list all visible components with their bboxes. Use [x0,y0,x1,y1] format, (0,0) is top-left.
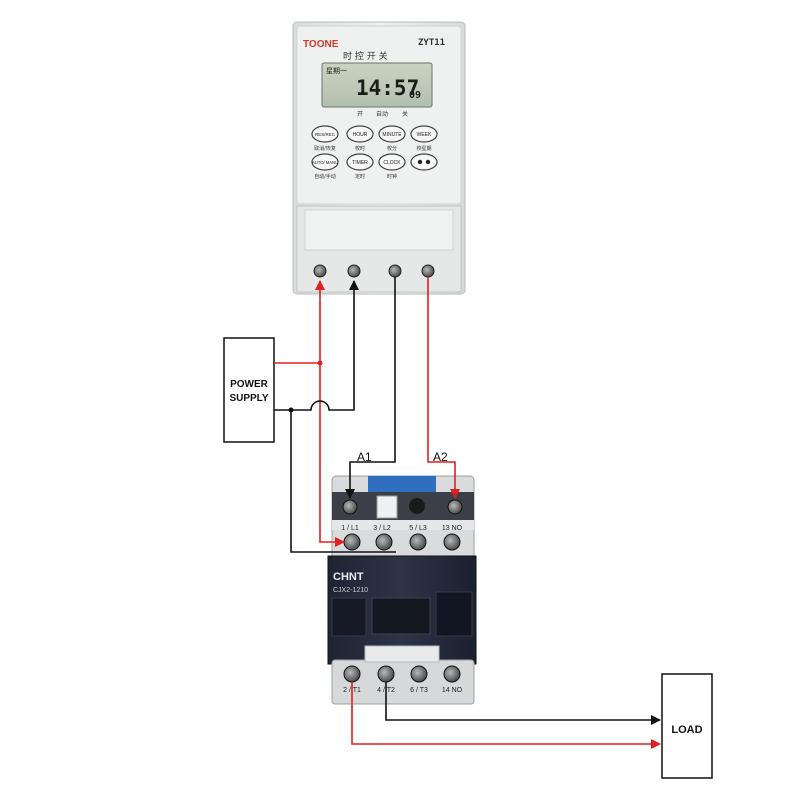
button-caption: 校时 [355,145,365,152]
dot-icon [425,159,431,165]
timer-subtitle: 时 控 开 关 [343,50,388,62]
button-caption: 定时 [355,173,365,180]
button-label: HOUR [353,132,368,138]
lcd-mode-auto: 自动 [376,110,388,118]
timer-button-clock[interactable]: CLOCK 时钟 [378,153,406,180]
terminal-screw-13-no [443,533,461,551]
button-caption: 自动/手动 [314,173,336,180]
button-label: WEEK [417,132,432,138]
timer-button-week[interactable]: WEEK 校星期 [410,125,438,152]
button-label: RES/REC [315,132,336,137]
coil-terminal-a1 [342,499,358,515]
terminal-screw [388,264,402,278]
timer-terminal-cover [304,209,454,251]
lcd-time: 14:57 [356,76,419,100]
terminal-label-6-t3: 6 / T3 [410,687,428,694]
terminal-screw-5-l3 [409,533,427,551]
button-label: AUTO/ MANU [312,160,338,165]
wire-load-neutral [385,682,661,725]
timer-button-auto-manu[interactable]: AUTO/ MANU 自动/手动 [311,153,339,180]
terminal-label-5-l3: 5 / L3 [409,525,427,532]
lcd-day: 星期一 [326,67,347,75]
button-caption: 校星期 [416,145,431,152]
button-caption: 取消/恢复 [314,145,336,152]
button-caption: 时钟 [387,173,397,180]
button-label: CLOCK [383,160,401,166]
terminal-label-1-l1: 1 / L1 [341,525,359,532]
terminal-screw-2-t1 [343,665,361,683]
timer-model: ZYT11 [418,38,445,48]
wire-timer-to-coil-a2 [427,277,460,499]
load-box: LOAD [661,673,713,779]
lcd-mode-off: 关 [402,110,408,118]
contactor-bottom-shelf [364,645,440,663]
contactor-armature [371,597,431,635]
lcd-mode-on: 开 [357,111,363,118]
timer-button-dots[interactable] [410,153,438,171]
contactor-model: CJX2-1210 [333,587,368,594]
wire-neutral-supply-to-timer [274,280,359,411]
contactor-side-plate [331,597,367,637]
timer-button-timer[interactable]: TIMER 定时 [346,153,374,180]
contactor-top-separator [332,520,474,530]
terminal-label-3-l2: 3 / L2 [373,525,391,532]
terminal-screw-1-l1 [343,533,361,551]
wire-live-to-contactor-l1 [319,363,345,547]
wire-neutral-to-contactor [290,410,396,553]
coil-terminal-a2 [447,499,463,515]
junction-dot [317,360,323,366]
power-supply-label-line1: POWER [230,379,269,390]
lcd-seconds: 09 [409,90,421,101]
terminal-screw-4-t2 [377,665,395,683]
wire-load-live [351,682,661,749]
button-caption: 校分 [387,145,397,152]
contactor-side-plate [435,591,473,637]
terminal-screw [313,264,327,278]
terminal-screw [347,264,361,278]
terminal-label-14-no: 14 NO [442,687,463,694]
button-label: TIMER [352,160,368,166]
aux-indicator [409,498,425,514]
timer-button-minute[interactable]: MINUTE 校分 [378,125,406,152]
contactor-coil-a2: A2 [433,450,448,464]
timer-terminals [313,264,435,278]
terminal-screw-6-t3 [410,665,428,683]
wire-timer-to-coil-a1 [345,277,396,499]
wiring [274,277,661,749]
lcd-display [321,62,433,108]
terminal-screw [421,264,435,278]
contactor-brand: CHNT [333,571,364,583]
terminal-screw-3-l2 [375,533,393,551]
dot-icon [417,159,423,165]
contactor: A1 A2 1 / L1 3 / L2 5 / L3 13 NO CHNT CJ… [327,450,477,705]
contactor-coil-a1: A1 [357,450,372,464]
terminal-screw-14-no [443,665,461,683]
button-label: MINUTE [382,132,402,138]
timer-switch: TOONE ZYT11 时 控 开 关 星期一 14:57 09 开 自动 关 … [292,21,466,295]
power-supply-label-line2: SUPPLY [229,393,268,404]
power-supply-box: POWER SUPPLY [223,337,275,443]
timer-button-res-rec[interactable]: RES/REC 取消/恢复 [311,125,339,152]
timer-button-hour[interactable]: HOUR 校时 [346,125,374,152]
contactor-coil-window [368,476,436,492]
aux-slot [376,495,398,519]
timer-brand: TOONE [303,39,339,50]
junction-dot [288,407,294,413]
terminal-label-13-no: 13 NO [442,525,463,532]
load-label: LOAD [671,724,702,736]
